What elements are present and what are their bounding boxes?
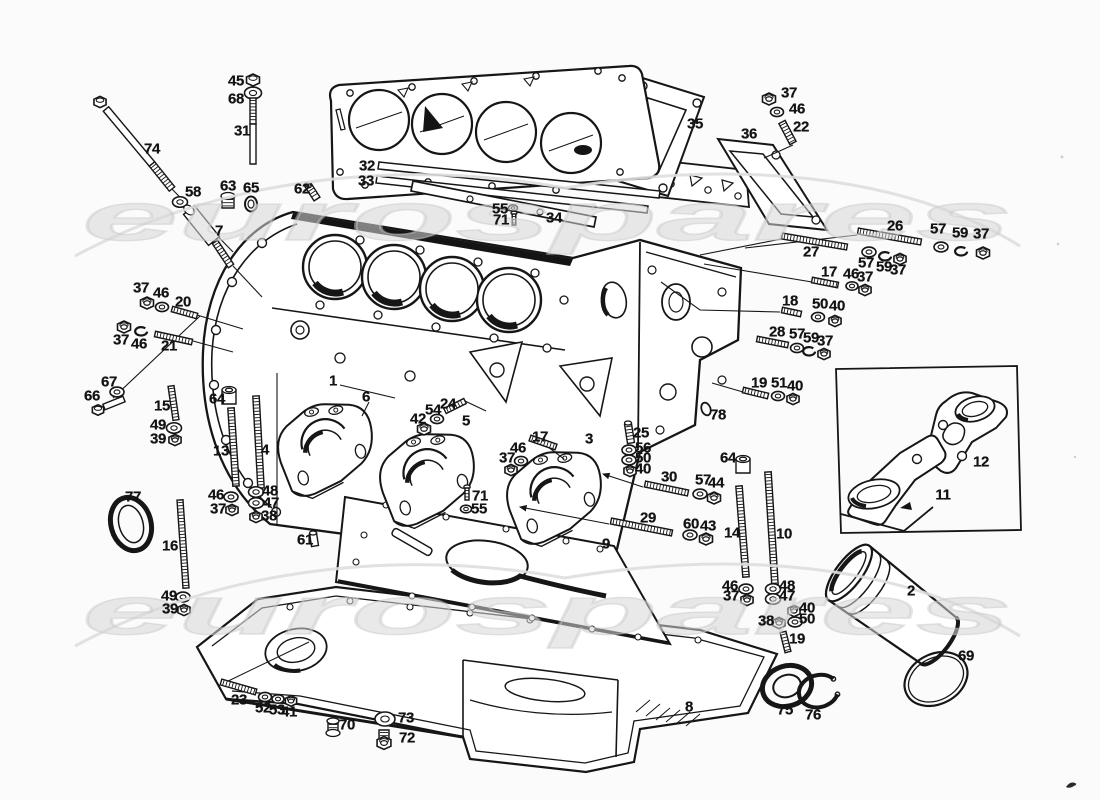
- watermark-text-bottom: eurospares: [82, 573, 1012, 649]
- hardware-glyphs: [91, 73, 991, 751]
- bearing-caps: [277, 403, 602, 548]
- watermark-swoosh-bottom: [74, 562, 1021, 648]
- circlip-76: [796, 672, 841, 710]
- paper-specks: [1056, 155, 1077, 459]
- seal-rings: [107, 494, 969, 710]
- engine-block-drawing: [201, 210, 743, 572]
- watermark-text-top: eurospares: [82, 179, 1012, 255]
- frame-gasket-36: [716, 137, 829, 232]
- plate-34: [409, 180, 598, 228]
- watermark-swoosh-top: [74, 172, 1021, 258]
- bracket-12: [925, 391, 1008, 474]
- bracket-11: [840, 434, 947, 532]
- ink-speck: [1066, 782, 1077, 788]
- leader-lines: [112, 144, 858, 685]
- inset-box: [835, 365, 1022, 534]
